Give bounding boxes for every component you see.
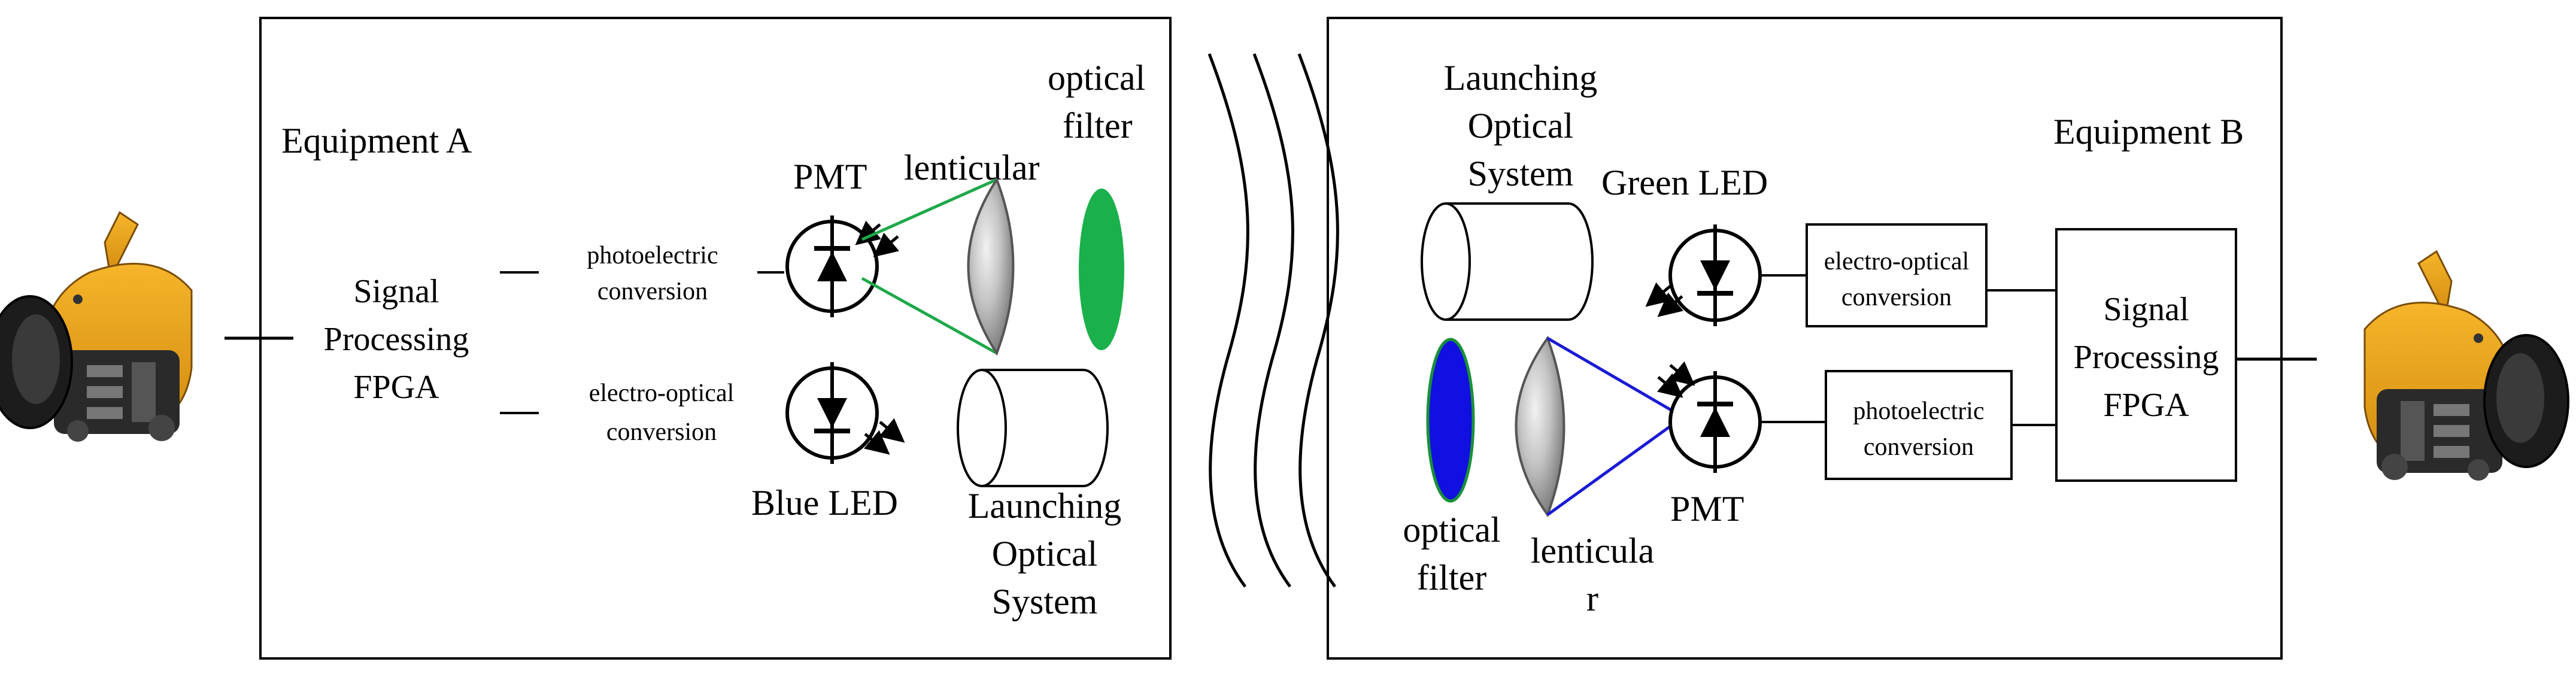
svg-text:System: System xyxy=(992,582,1098,621)
blue-beam-top xyxy=(1546,336,1677,415)
equipment-b-launching-optical-system: Launching Optical System xyxy=(1444,58,1598,193)
equipment-a-lenticular-label: lenticular xyxy=(904,148,1040,187)
svg-text:Optical: Optical xyxy=(992,534,1098,573)
equipment-b-signal-processing: Signal Processing FPGA xyxy=(2074,291,2219,424)
svg-text:Launching: Launching xyxy=(968,486,1122,526)
equipment-b-pmt-label: PMT xyxy=(1670,489,1744,529)
svg-text:conversion: conversion xyxy=(1864,433,1974,461)
optical-filter-icon-b xyxy=(1426,338,1475,503)
svg-text:FPGA: FPGA xyxy=(353,369,439,406)
equipment-b-photoelectric-box xyxy=(1825,370,2013,480)
equipment-b-photoelectric-conversion: photoelectric conversion xyxy=(1853,397,1984,461)
lens-icon-a xyxy=(967,177,1015,356)
svg-text:Processing: Processing xyxy=(324,321,469,358)
svg-text:FPGA: FPGA xyxy=(2103,387,2189,424)
equipment-a-signal-processing: Signal Processing FPGA xyxy=(324,273,469,406)
equipment-a-photoelectric-conversion: photoelectric conversion xyxy=(587,242,718,305)
svg-text:lenticula: lenticula xyxy=(1531,531,1655,570)
svg-text:filter: filter xyxy=(1063,106,1133,145)
svg-text:electro-optical: electro-optical xyxy=(589,380,735,407)
equipment-a-title: Equipment A xyxy=(281,121,472,160)
equipment-b-electro-optical-conversion: electro-optical conversion xyxy=(1824,248,1970,311)
photodiode-icon-b xyxy=(1656,361,1762,473)
equipment-a-optical-filter-label: optical filter xyxy=(1048,58,1145,145)
svg-text:Processing: Processing xyxy=(2074,339,2219,376)
equipment-a-launching-optical-system: Launching Optical System xyxy=(968,486,1122,621)
svg-text:r: r xyxy=(1586,579,1598,618)
cylinder-icon-b xyxy=(1421,202,1594,321)
water-wave-icon xyxy=(1207,53,1339,588)
green-beam-top xyxy=(861,178,998,241)
svg-text:Launching: Launching xyxy=(1444,58,1598,98)
equipment-b-frame xyxy=(1327,17,2283,660)
equipment-b-optical-filter-label: optical filter xyxy=(1403,510,1500,597)
led-icon-b xyxy=(1645,224,1762,326)
svg-text:conversion: conversion xyxy=(606,418,717,446)
green-beam-bottom xyxy=(861,277,998,355)
svg-text:photoelectric: photoelectric xyxy=(587,242,718,269)
svg-text:conversion: conversion xyxy=(597,278,708,305)
svg-text:photoelectric: photoelectric xyxy=(1853,397,1984,425)
equipment-a-frame xyxy=(259,17,1172,660)
svg-text:System: System xyxy=(1468,154,1574,193)
equipment-a-led-label: Blue LED xyxy=(751,483,898,523)
equipment-b-title: Equipment B xyxy=(2053,112,2244,151)
svg-text:Signal: Signal xyxy=(353,273,439,310)
lens-icon-b xyxy=(1515,335,1565,518)
photodiode-icon-a xyxy=(785,215,900,317)
blue-beam-bottom xyxy=(1546,420,1677,517)
equipment-b-led-label: Green LED xyxy=(1601,163,1768,202)
robot-fish-icon-left xyxy=(0,211,193,443)
svg-text:optical: optical xyxy=(1403,510,1500,550)
optical-filter-icon-a xyxy=(1079,189,1124,350)
equipment-a-electro-optical-conversion: electro-optical conversion xyxy=(589,380,735,446)
equipment-b-signal-processing-box xyxy=(2055,228,2237,482)
svg-text:Optical: Optical xyxy=(1468,106,1574,145)
robot-fish-icon-right xyxy=(2363,250,2569,482)
equipment-b-lenticular-label: lenticula r xyxy=(1531,531,1655,618)
svg-text:electro-optical: electro-optical xyxy=(1824,248,1970,275)
svg-text:optical: optical xyxy=(1048,58,1145,98)
svg-text:filter: filter xyxy=(1417,558,1487,597)
cylinder-icon-a xyxy=(957,369,1109,487)
svg-text:conversion: conversion xyxy=(1841,284,1952,311)
led-icon-a xyxy=(785,362,905,464)
equipment-b-electro-optical-box xyxy=(1806,223,1988,327)
equipment-a-pmt-label: PMT xyxy=(793,157,867,196)
svg-text:Signal: Signal xyxy=(2103,291,2189,328)
